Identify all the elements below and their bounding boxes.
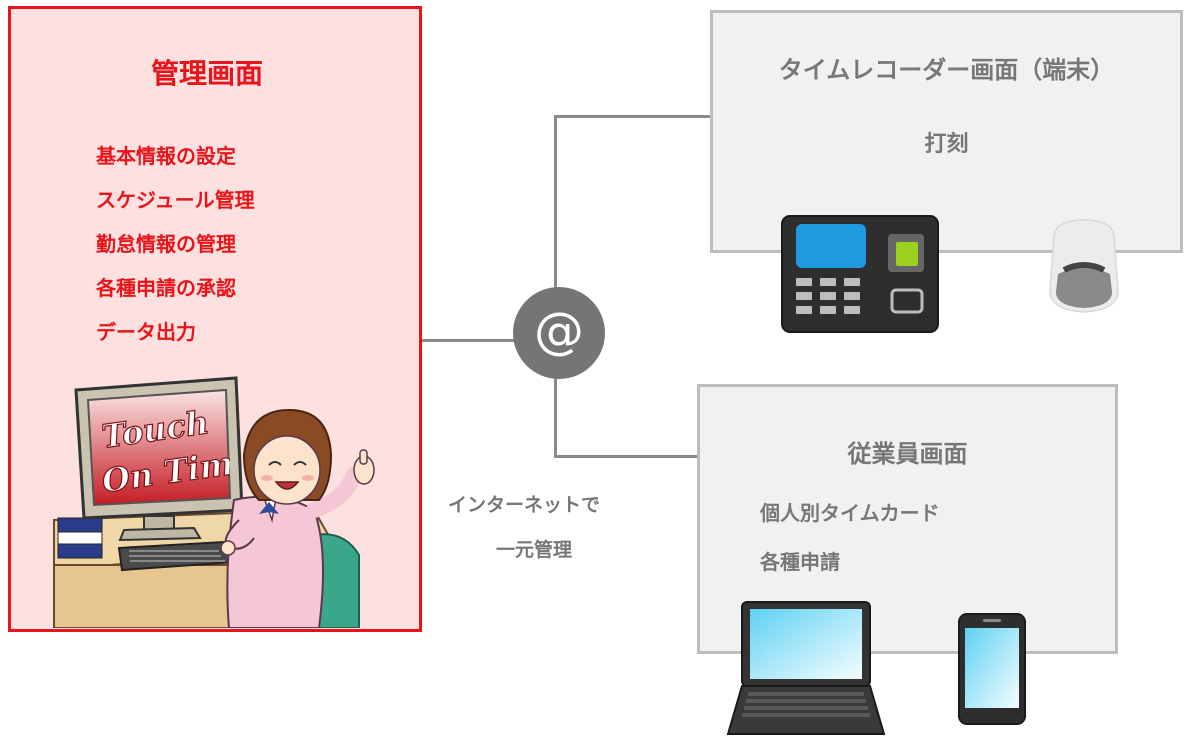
connector-hub-vertical-down: [554, 376, 557, 458]
connector-hub-vertical-up: [554, 115, 557, 290]
connector-to-employee: [554, 455, 697, 458]
time-clock-terminal-icon: [781, 215, 939, 333]
employee-item-timecard: 個人別タイムカード: [760, 501, 940, 525]
time-recorder-title: タイムレコーダー画面（端末）: [778, 56, 1115, 84]
employee-panel-title: 従業員画面: [847, 440, 968, 468]
employee-item-requests: 各種申請: [760, 550, 840, 574]
network-caption-line2: 一元管理: [496, 539, 573, 561]
connector-admin-to-hub: [422, 339, 517, 342]
at-sign-icon: @: [534, 302, 584, 360]
smartphone-icon: [958, 613, 1026, 725]
admin-item-attendance: 勤怠情報の管理: [96, 232, 236, 256]
svg-text:Touch: Touch: [99, 403, 211, 456]
admin-panel-title: 管理画面: [150, 57, 263, 90]
touch-on-time-logo: Touch On Time: [99, 403, 230, 501]
time-recorder-panel: [710, 10, 1183, 253]
card-reader-icon: [1049, 219, 1119, 313]
laptop-icon: [726, 601, 886, 735]
admin-illustration: [53, 376, 375, 628]
network-caption-line1: インターネットで: [448, 494, 601, 516]
admin-item-data-output: データ出力: [96, 320, 196, 344]
admin-item-basic-settings: 基本情報の設定: [96, 144, 236, 168]
time-recorder-function: 打刻: [924, 132, 969, 157]
admin-item-schedule: スケジュール管理: [96, 188, 255, 212]
internet-hub: [513, 287, 605, 379]
connector-to-time-recorder: [554, 115, 710, 118]
admin-item-approval: 各種申請の承認: [96, 276, 236, 300]
